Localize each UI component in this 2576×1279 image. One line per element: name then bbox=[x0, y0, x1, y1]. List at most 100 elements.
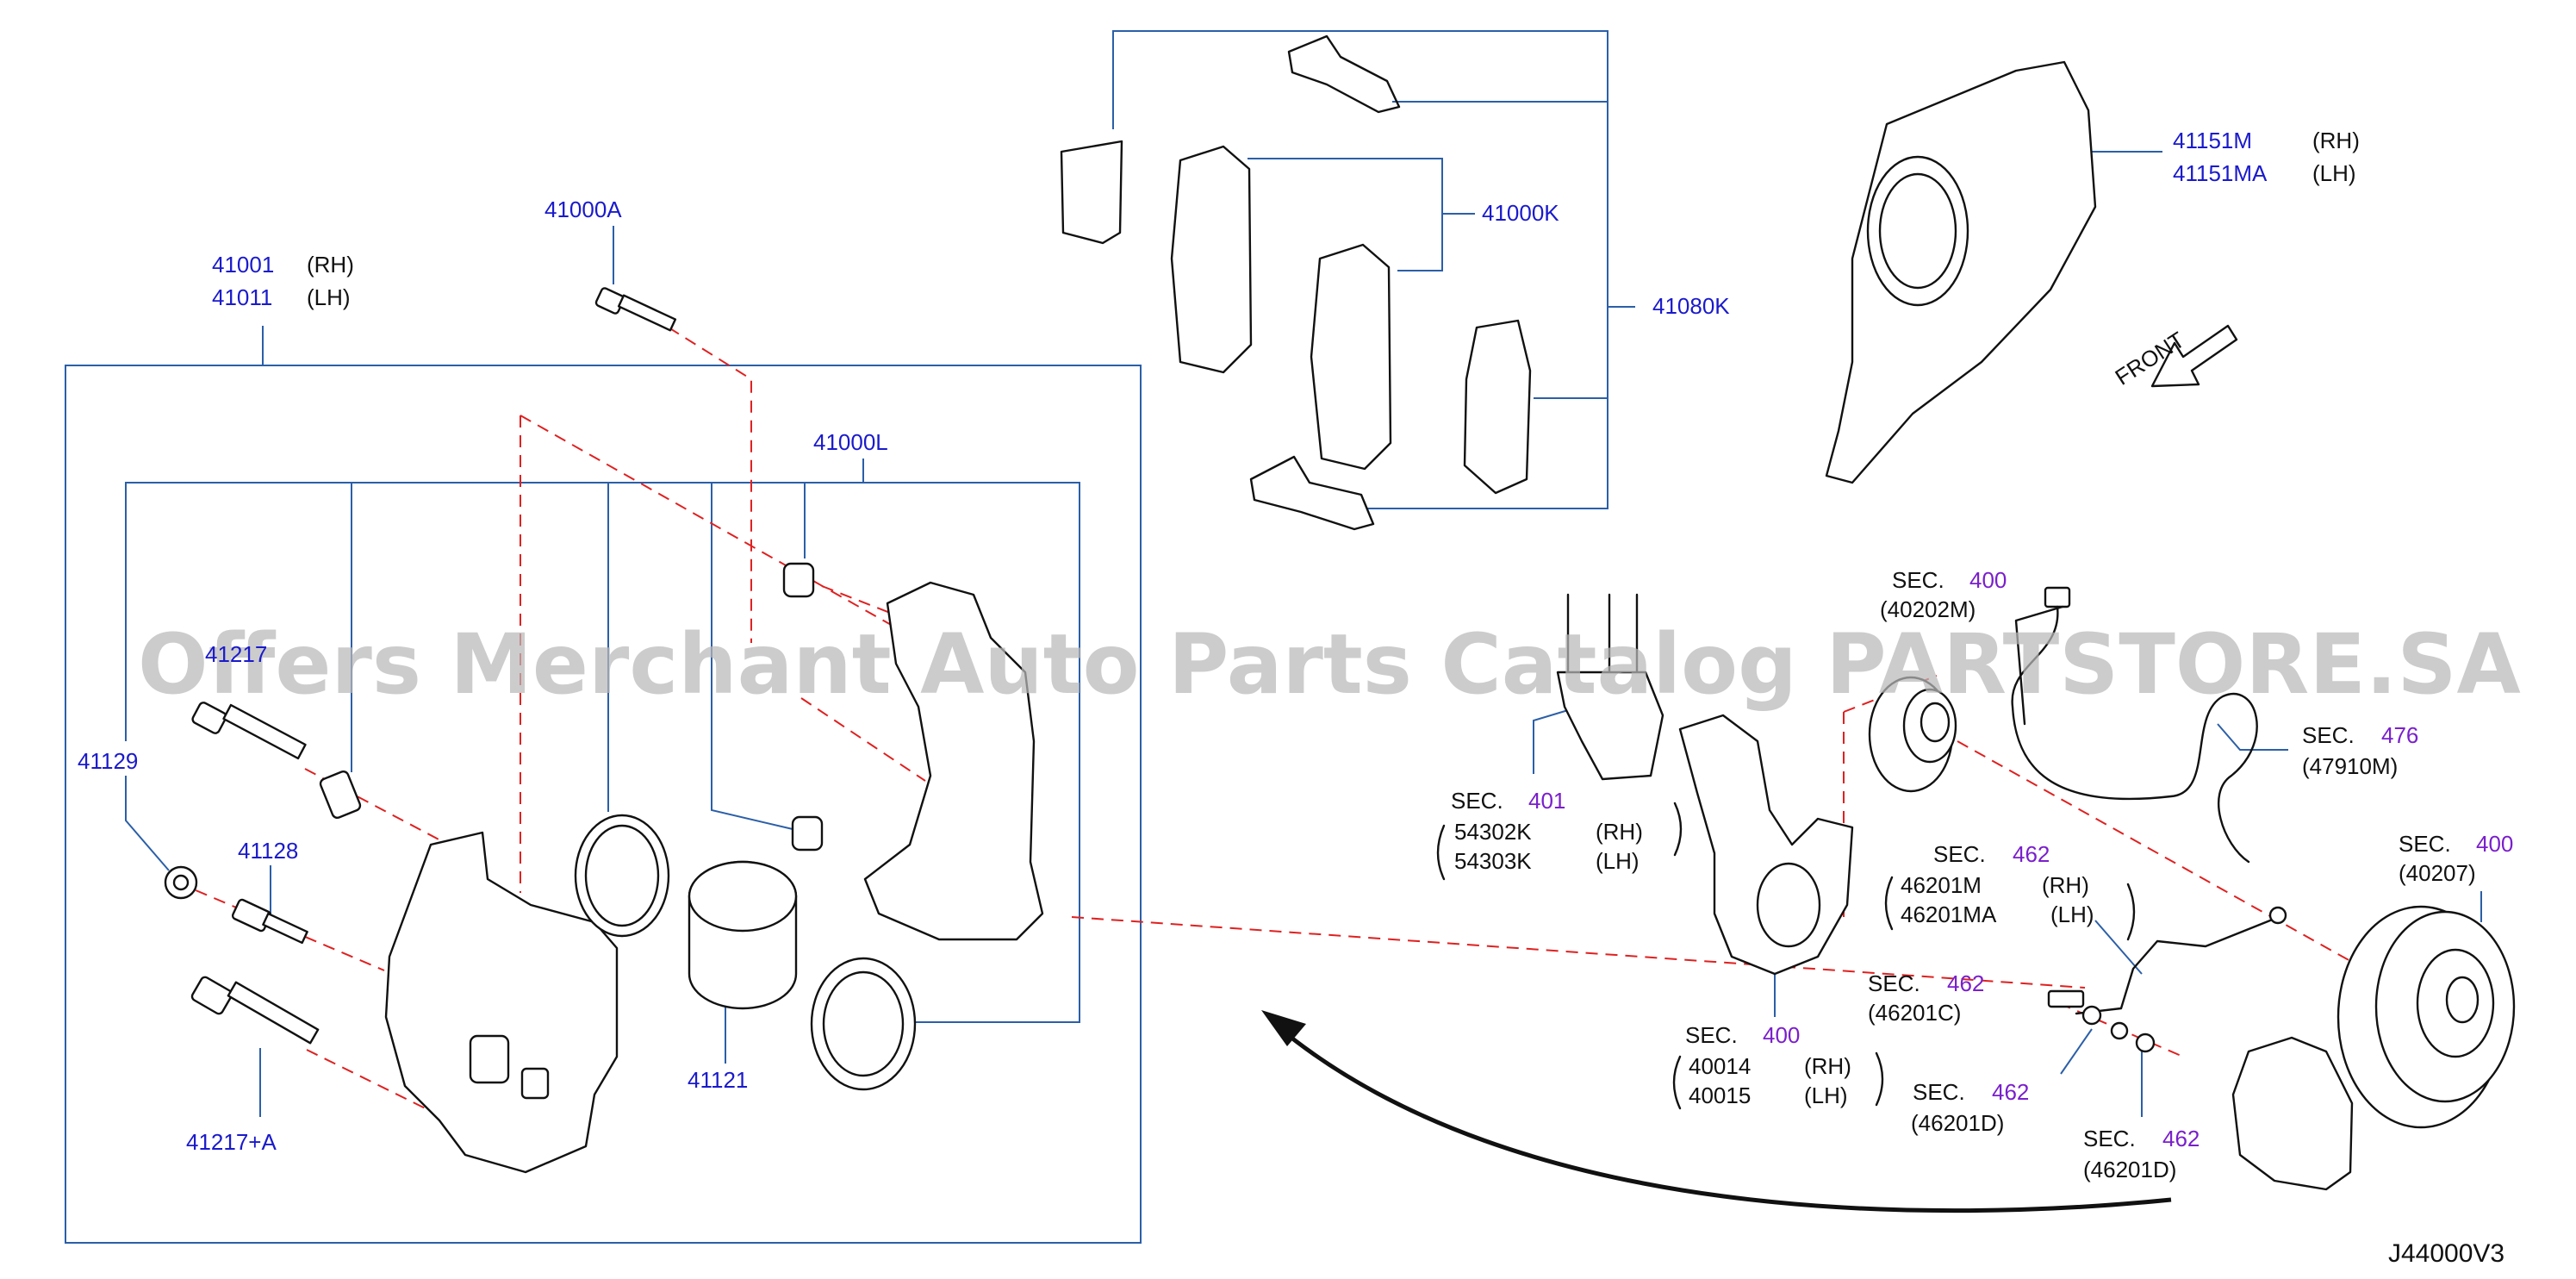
brace-left bbox=[1436, 824, 1446, 881]
part-label-41080k[interactable]: 41080K bbox=[1652, 293, 1730, 319]
sec-476-abs-sensor[interactable]: SEC. 476 (47910M) bbox=[2302, 722, 2418, 779]
sec-word: SEC. bbox=[1892, 567, 1944, 593]
sec-462-hose[interactable]: SEC. 462 46201M (RH) 46201MA (LH) bbox=[1884, 841, 2136, 941]
pad-shim-outer bbox=[1463, 319, 1532, 495]
section-references: SEC. 400 (40202M) SEC. 401 54302K (RH) 5… bbox=[1436, 567, 2513, 1182]
sec-side: (RH) bbox=[1596, 819, 1643, 845]
sec-part: (47910M) bbox=[2302, 753, 2398, 779]
sec-number: 400 bbox=[1969, 567, 2007, 593]
sec-word: SEC. bbox=[2302, 722, 2355, 748]
part-label-41001[interactable]: 41001 bbox=[212, 252, 274, 278]
sec-number: 462 bbox=[2013, 841, 2050, 867]
sec-word: SEC. bbox=[2083, 1126, 2136, 1151]
side-label-41001: (RH) bbox=[307, 252, 354, 278]
part-label-41128[interactable]: 41128 bbox=[238, 838, 298, 864]
pad-shim bbox=[1060, 140, 1123, 245]
part-label-41217a[interactable]: 41217+A bbox=[186, 1129, 277, 1155]
strut-lower bbox=[1556, 593, 1664, 781]
sec-part: 54303K bbox=[1454, 848, 1532, 874]
assembly-direction-arrow bbox=[1261, 1010, 2172, 1213]
sec-number: 462 bbox=[1947, 970, 1984, 996]
sec-462-union-bolt[interactable]: SEC. 462 (46201C) bbox=[1868, 970, 1984, 1026]
copper-washer-2 bbox=[2110, 1021, 2129, 1040]
sec-number: 401 bbox=[1528, 788, 1565, 814]
sec-part: (46201D) bbox=[2083, 1157, 2176, 1182]
brake-pad-inner bbox=[1170, 145, 1253, 374]
sec-word: SEC. bbox=[2399, 831, 2451, 857]
side-label-41151m: (RH) bbox=[2312, 128, 2360, 153]
pad-clip-lower bbox=[1249, 455, 1375, 531]
brake-rotor bbox=[2336, 905, 2516, 1129]
bleeder-clip-41129 bbox=[164, 865, 198, 900]
hose-union-bolt bbox=[2047, 989, 2085, 1008]
side-label-41011: (LH) bbox=[307, 284, 351, 310]
bushing-lower bbox=[791, 815, 824, 852]
brake-pad-outer bbox=[1310, 243, 1392, 471]
abs-sensor-harness bbox=[2011, 586, 2258, 864]
sec-word: SEC. bbox=[1451, 788, 1503, 814]
sec-400-rotor[interactable]: SEC. 400 (40207) bbox=[2399, 831, 2513, 886]
caliper-bracket bbox=[863, 581, 1044, 941]
sec-part: (46201C) bbox=[1868, 1000, 1961, 1026]
pin-boot bbox=[319, 770, 362, 820]
sec-number: 462 bbox=[2162, 1126, 2200, 1151]
sec-part: 40015 bbox=[1689, 1082, 1751, 1108]
brake-back-plate bbox=[1825, 60, 2097, 484]
watermark-text: Offers Merchant Auto Parts Catalog PARTS… bbox=[138, 616, 2521, 713]
slide-pin-upper bbox=[191, 702, 307, 760]
sec-462-washer-left[interactable]: SEC. 462 (46201D) bbox=[1911, 1079, 2029, 1136]
brake-hose bbox=[2075, 906, 2287, 1015]
copper-washer-1 bbox=[2081, 1005, 2102, 1026]
caliper-assembly-frame bbox=[65, 365, 1142, 1244]
piston-seal bbox=[574, 814, 670, 938]
sec-part: (46201D) bbox=[1911, 1110, 2004, 1136]
part-label-41151m[interactable]: 41151M bbox=[2173, 128, 2252, 153]
sec-part: (40202M) bbox=[1880, 596, 1976, 622]
sec-part: 54302K bbox=[1454, 819, 1532, 845]
slide-pin-lower bbox=[190, 976, 320, 1045]
sec-word: SEC. bbox=[1913, 1079, 1965, 1105]
sec-side: (LH) bbox=[2050, 902, 2094, 927]
brace-left bbox=[1672, 1055, 1682, 1110]
sec-word: SEC. bbox=[1685, 1022, 1738, 1048]
caliper-small bbox=[2231, 1036, 2354, 1191]
sec-side: (RH) bbox=[2042, 872, 2089, 898]
sec-part: 40014 bbox=[1689, 1053, 1751, 1079]
sec-side: (LH) bbox=[1804, 1082, 1848, 1108]
sec-number: 400 bbox=[2476, 831, 2513, 857]
sec-side: (RH) bbox=[1804, 1053, 1851, 1079]
part-label-41000k[interactable]: 41000K bbox=[1482, 200, 1559, 226]
part-label-41151ma[interactable]: 41151MA bbox=[2173, 160, 2268, 186]
sec-400-knuckle[interactable]: SEC. 400 40014 (RH) 40015 (LH) bbox=[1672, 1022, 1884, 1110]
part-label-41000a[interactable]: 41000A bbox=[544, 197, 622, 222]
sec-side: (LH) bbox=[1596, 848, 1640, 874]
bleeder-screw-41128 bbox=[231, 898, 308, 945]
hub-bearing bbox=[1868, 676, 1957, 793]
guide-bolt-41000a bbox=[594, 287, 677, 332]
caliper-body bbox=[384, 831, 619, 1174]
copper-washer-3 bbox=[2135, 1033, 2156, 1053]
sec-400-hub[interactable]: SEC. 400 (40202M) bbox=[1880, 567, 2007, 622]
sec-word: SEC. bbox=[1933, 841, 1986, 867]
brace-right bbox=[1673, 802, 1683, 857]
sec-part: 46201M bbox=[1901, 872, 1982, 898]
pad-clip-upper bbox=[1287, 34, 1401, 114]
front-direction-arrow bbox=[2150, 324, 2238, 388]
sec-number: 462 bbox=[1992, 1079, 2029, 1105]
sec-401-strut[interactable]: SEC. 401 54302K (RH) 54303K (LH) bbox=[1436, 788, 1683, 881]
sec-word: SEC. bbox=[1868, 970, 1920, 996]
part-label-41217-partial[interactable]: 41217 bbox=[205, 641, 267, 667]
component-drawings bbox=[164, 34, 2516, 1213]
bushing-upper bbox=[782, 562, 815, 598]
piston-boot bbox=[810, 957, 917, 1091]
part-label-41129[interactable]: 41129 bbox=[78, 748, 138, 774]
diagram-code: J44000V3 bbox=[2388, 1239, 2504, 1268]
part-label-41000l[interactable]: 41000L bbox=[813, 429, 888, 455]
sec-462-washer-right[interactable]: SEC. 462 (46201D) bbox=[2083, 1126, 2200, 1182]
sec-part: (40207) bbox=[2399, 860, 2476, 886]
part-label-41121[interactable]: 41121 bbox=[688, 1067, 748, 1093]
leader-lines bbox=[65, 30, 2482, 1244]
brace-right bbox=[2126, 883, 2136, 941]
part-label-41011[interactable]: 41011 bbox=[212, 284, 272, 310]
